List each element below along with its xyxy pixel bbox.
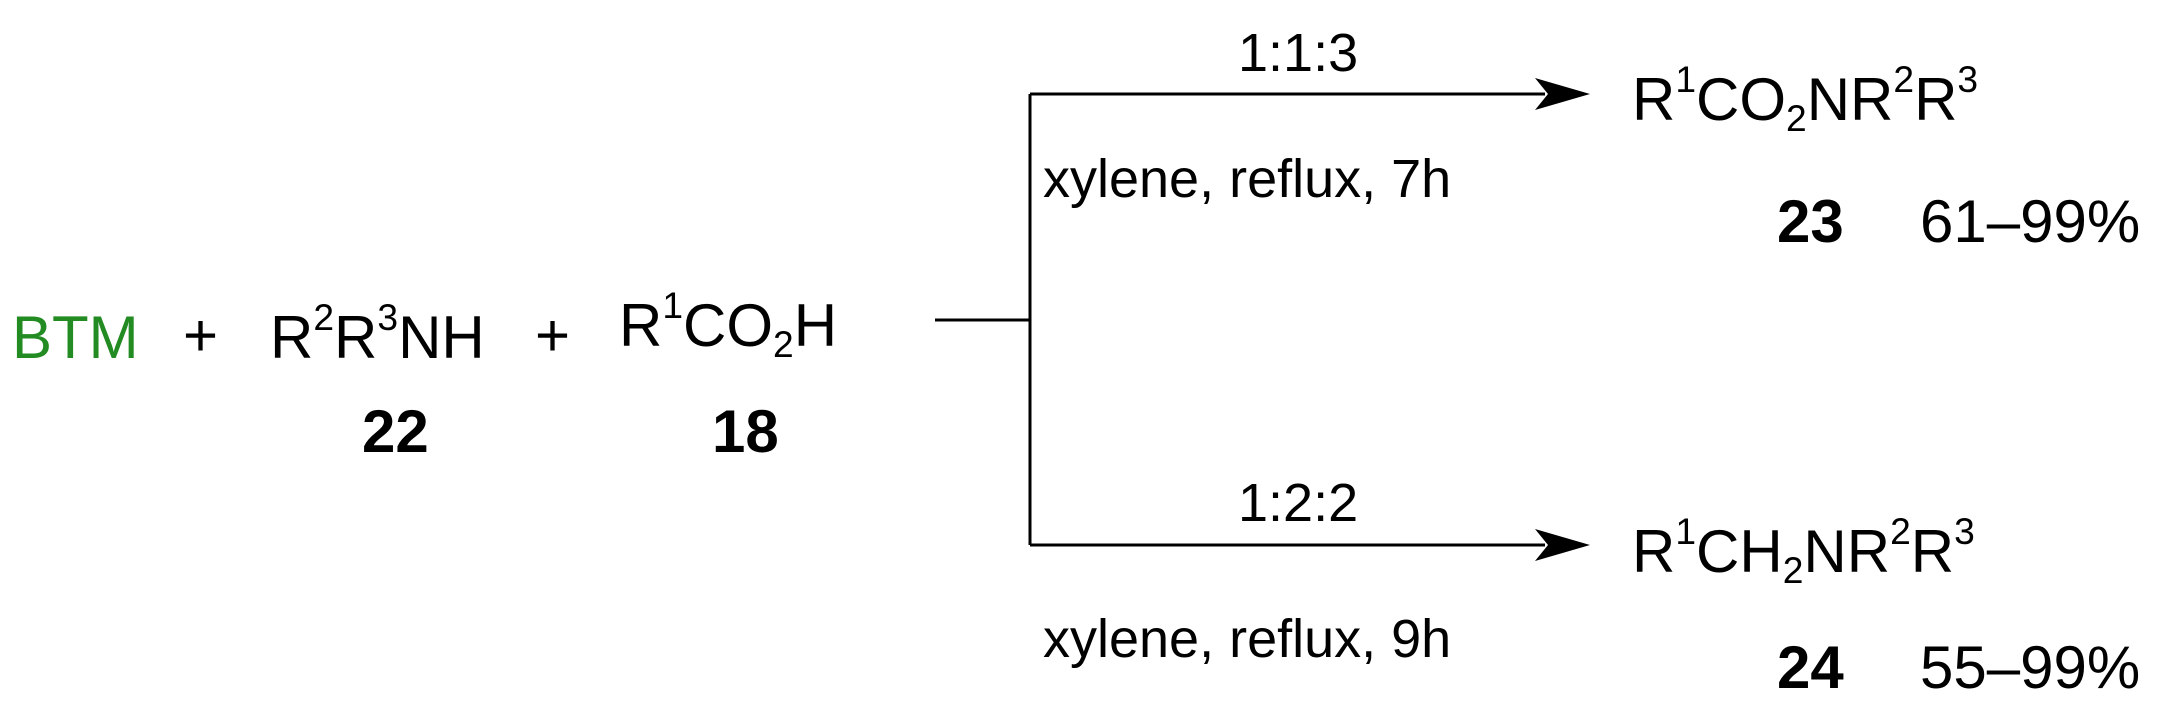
upper-ratio: 1:1:3 [1238, 23, 1359, 83]
plus-sign-2: + [535, 302, 571, 369]
acid-formula: R1CO2H [619, 284, 838, 366]
upper-conditions: xylene, reflux, 7h [1043, 149, 1452, 209]
plus-sign-1: + [183, 302, 219, 369]
product-24-formula: R1CH2NR2R3 [1632, 510, 1975, 592]
btm-reagent: BTM [12, 308, 139, 368]
lower-conditions: xylene, reflux, 9h [1043, 609, 1452, 669]
compound-number-24: 24 [1777, 634, 1844, 701]
yield-24: 55–99% [1920, 634, 2141, 701]
btm-label: BTM [12, 304, 139, 371]
amine-formula: R2R3NH [270, 296, 485, 371]
compound-number-23: 23 [1777, 188, 1844, 255]
product-23-formula: R1CO2NR2R3 [1632, 58, 1979, 140]
yield-23: 61–99% [1920, 188, 2141, 255]
lower-ratio: 1:2:2 [1238, 473, 1359, 533]
lower-arrowhead [1535, 529, 1590, 561]
upper-arrowhead [1535, 78, 1590, 110]
compound-number-22: 22 [362, 398, 429, 465]
compound-number-18: 18 [712, 398, 779, 465]
